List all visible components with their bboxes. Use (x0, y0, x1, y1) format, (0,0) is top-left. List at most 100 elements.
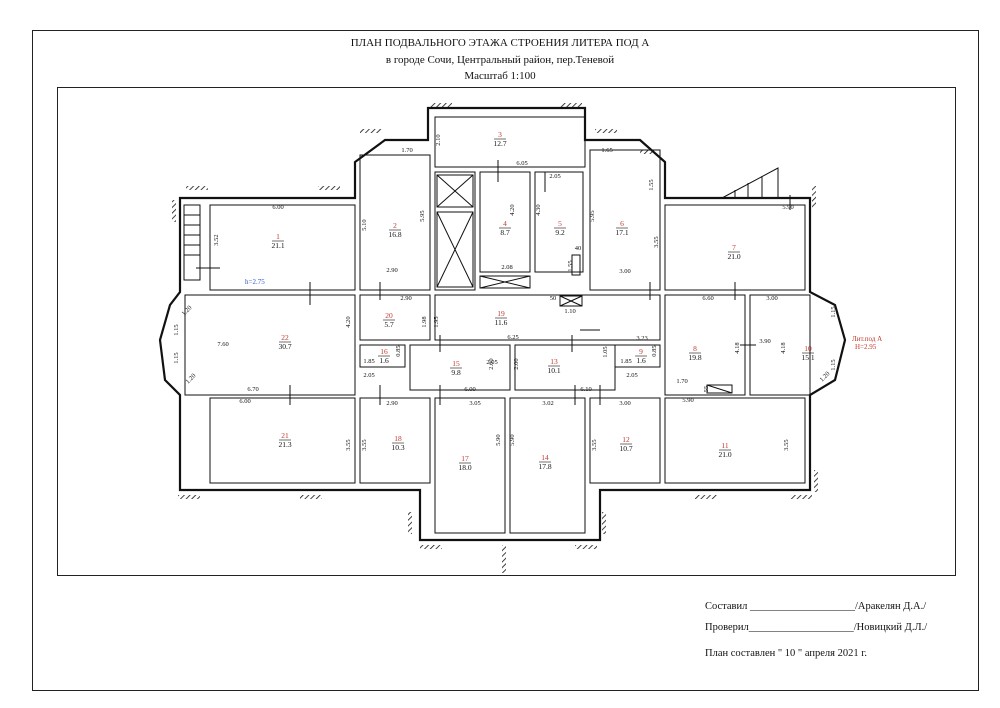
room-number: 1 (276, 232, 280, 241)
dimension-label: 3.55 (361, 439, 368, 450)
room-labels: 121.1216.8312.748.759.2617.1721.0819.891… (271, 130, 814, 472)
dimension-label: 3.00 (619, 400, 630, 407)
dimension-label: 4.18 (734, 342, 741, 353)
dimension-label: 50 (550, 295, 557, 302)
dimension-label: 1.95 (433, 316, 440, 327)
room-area: 21.0 (718, 450, 731, 459)
room-area: 17.1 (615, 228, 628, 237)
dimension-label: 3.02 (542, 400, 553, 407)
signature-checked: Проверил____________________/Новицкий Д.… (705, 622, 928, 633)
dimension-label: 4.30 (535, 204, 542, 215)
room-area: 16.8 (388, 230, 401, 239)
room-area: 1.6 (636, 356, 646, 365)
dimension-label: 2.90 (386, 400, 397, 407)
dimension-label: 5.95 (419, 210, 426, 221)
room-number: 21 (281, 431, 289, 440)
room-area: 21.3 (278, 440, 291, 449)
room-number: 17 (461, 454, 469, 463)
dimension-label: 3.55 (653, 236, 660, 247)
hatch-marks (172, 103, 818, 573)
sheet-frame (32, 30, 979, 691)
room-area: 18.0 (458, 463, 471, 472)
room-number: 6 (620, 219, 624, 228)
room-number: 15 (452, 359, 460, 368)
dimension-label: 3.90 (759, 338, 770, 345)
room-area: 1.6 (379, 356, 389, 365)
dimension-label: 6.00 (239, 398, 250, 405)
dimension-label: 1.10 (564, 308, 575, 315)
dimension-label: 0.85 (395, 345, 402, 356)
dimension-label: 2.00 (488, 358, 495, 369)
dimension-label: 3.55 (591, 439, 598, 450)
dimension-label: 1.70 (676, 378, 687, 385)
dimension-label: 6.25 (507, 334, 518, 341)
dimension-label: 2.90 (400, 295, 411, 302)
dimension-label: 1.85 (363, 358, 374, 365)
plan-scale: Масштаб 1:100 (464, 70, 536, 82)
door-ticks (289, 160, 791, 405)
dimension-label: 5.95 (589, 210, 596, 221)
dimension-label: 1.55 (567, 260, 574, 271)
room-number: 12 (622, 435, 630, 444)
dimension-label: 1.55 (648, 179, 655, 190)
room-number: 3 (498, 130, 502, 139)
room-number: 10 (804, 344, 812, 353)
room-number: 7 (732, 243, 736, 252)
dimension-label: 0.85 (651, 345, 658, 356)
dimension-label: 7.60 (217, 341, 228, 348)
room-number: 18 (394, 434, 402, 443)
room-area: 9.8 (451, 368, 461, 377)
dimension-label: 6.00 (464, 386, 475, 393)
room-number: 11 (721, 441, 728, 450)
room-number: 9 (639, 347, 643, 356)
dimension-label: 1.15 (830, 359, 837, 370)
room-number: 13 (550, 357, 558, 366)
room-number: 2 (393, 221, 397, 230)
dimension-label: 3.00 (766, 295, 777, 302)
dimension-label: 4.20 (509, 204, 516, 215)
plan-date: План составлен " 10 " апреля 2021 г. (705, 648, 867, 659)
room-area: 10.1 (547, 366, 560, 375)
dimension-label: 4.18 (780, 342, 787, 353)
room-area: 19.8 (688, 353, 701, 362)
room-area: 10.7 (619, 444, 632, 453)
dimension-label: 1.85 (620, 358, 631, 365)
dimension-label: 6.70 (247, 386, 258, 393)
dimension-label: 2.05 (626, 372, 637, 379)
room-area: 30.7 (278, 342, 291, 351)
room-number: 4 (503, 219, 507, 228)
dimension-label: 2.10 (435, 134, 442, 145)
dimension-label: 3.05 (469, 400, 480, 407)
dimension-label: 1.15 (830, 306, 837, 317)
room-area: 21.0 (727, 252, 740, 261)
room-area: 9.2 (555, 228, 565, 237)
dimension-label: 5.90 (782, 204, 793, 211)
dimension-label: 1.15 (173, 324, 180, 335)
dimension-label: 6.60 (702, 295, 713, 302)
room-number: 20 (385, 311, 393, 320)
litera-height: H=2.95 (855, 343, 877, 351)
dimension-label: 4.20 (345, 316, 352, 327)
dimension-label: 5.90 (495, 434, 502, 445)
dimension-label: 2.05 (549, 173, 560, 180)
dimension-label: 1.05 (602, 346, 609, 357)
litera-label: Лит.под А (852, 335, 882, 343)
stairs (183, 167, 779, 281)
dimension-label: 1.98 (421, 316, 428, 327)
dimension-label: 6.10 (580, 386, 591, 393)
dimension-label: 5.90 (682, 397, 693, 404)
room-area: 11.6 (495, 318, 508, 327)
dimension-label: 5.90 (509, 434, 516, 445)
dimension-label: 2.05 (363, 372, 374, 379)
dimension-label: 3.55 (783, 439, 790, 450)
room-cells (184, 116, 811, 534)
dimension-label: 2.90 (386, 267, 397, 274)
room-area: 8.7 (500, 228, 510, 237)
dimension-label: 6.05 (516, 160, 527, 167)
room-area: 15.1 (801, 353, 814, 362)
dimension-label: 3.52 (213, 234, 220, 245)
dimension-label: 1.70 (401, 147, 412, 154)
room-number: 14 (541, 453, 549, 462)
dimension-label: 1.15 (173, 352, 180, 363)
room-area: 5.7 (384, 320, 394, 329)
